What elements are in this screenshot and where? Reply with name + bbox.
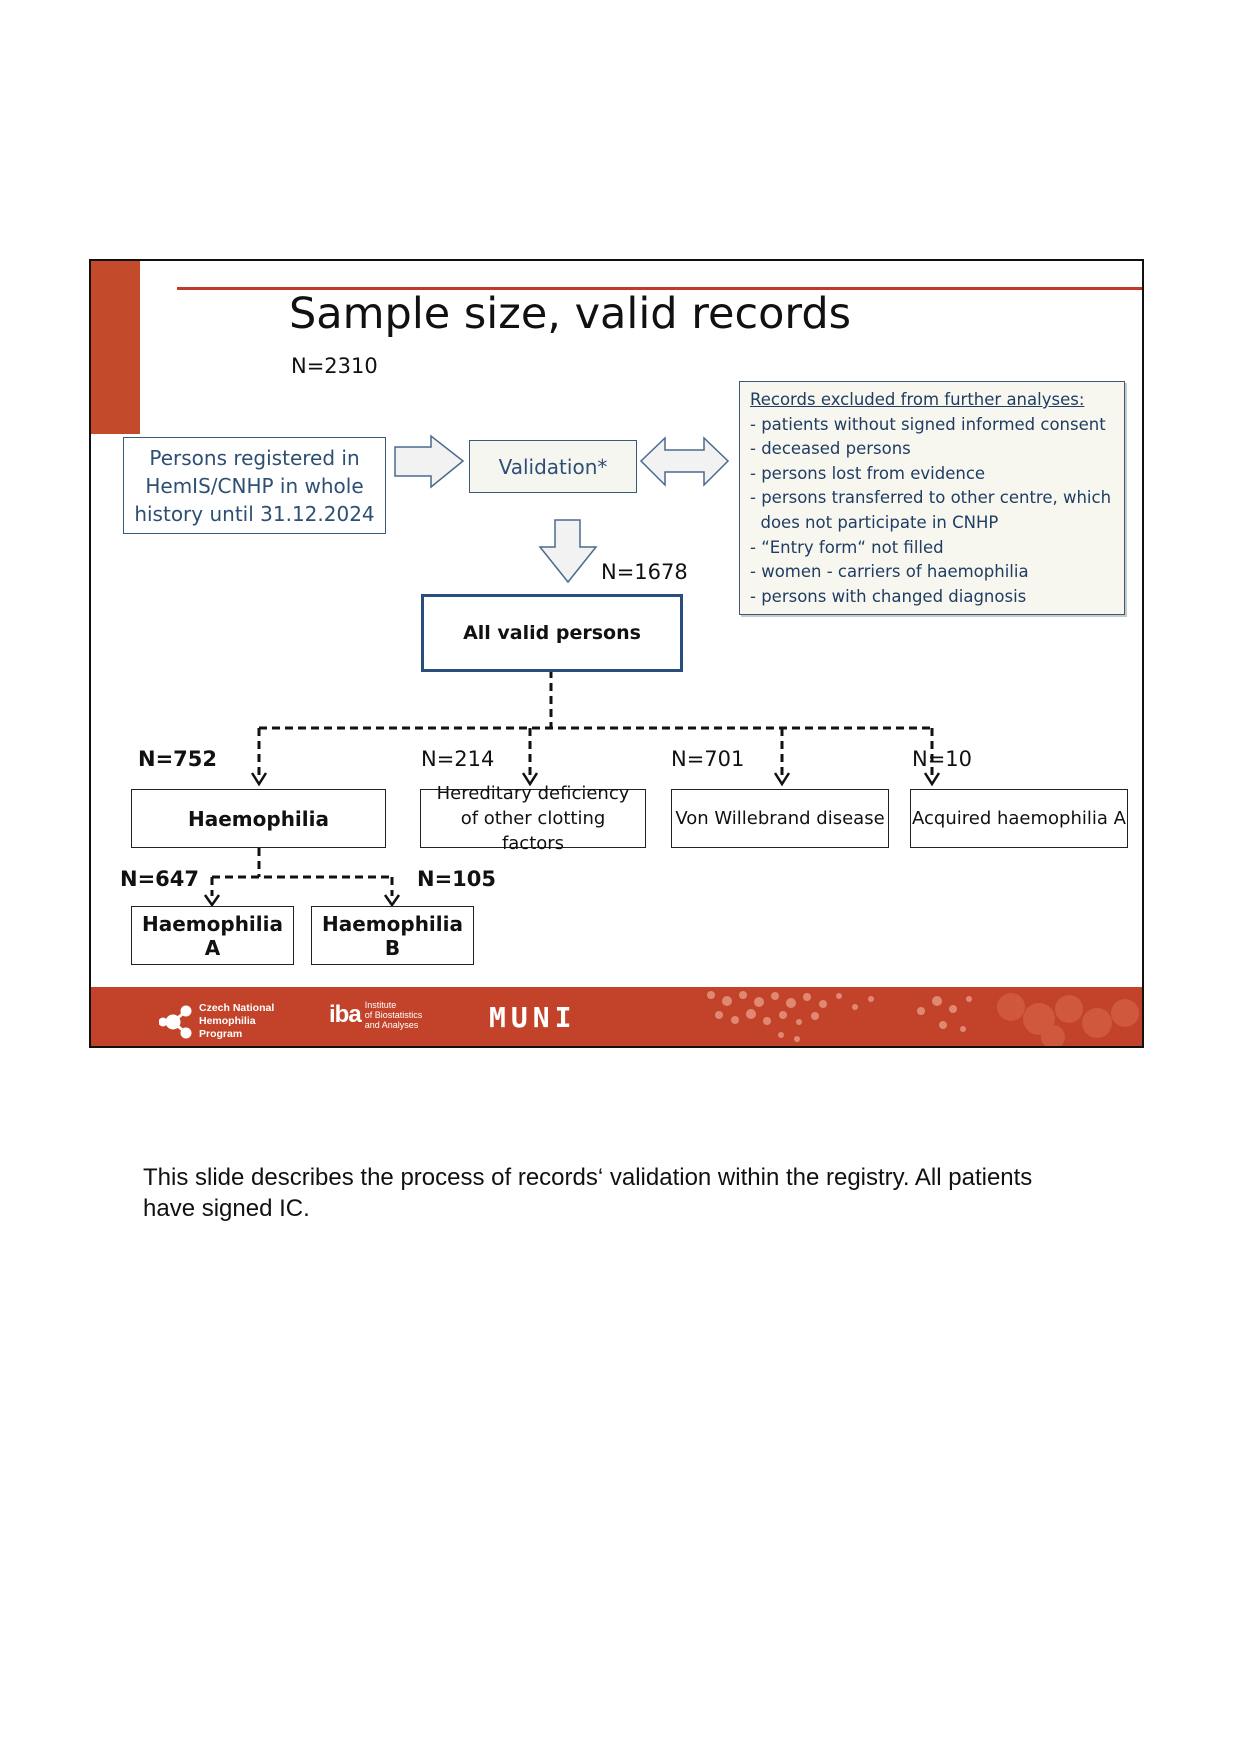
- haemophilia-b-box: Haemophilia B: [311, 906, 474, 965]
- haemophilia-b-label: Haemophilia B: [322, 911, 463, 960]
- slide-footer: Czech National Hemophilia Program iba In…: [91, 987, 1142, 1046]
- cnhp-logo-line: Czech National: [199, 1002, 275, 1014]
- haemophilia-box: Haemophilia: [131, 789, 386, 848]
- registered-line-1: Persons registered in: [149, 445, 360, 470]
- slide-title: Sample size, valid records: [289, 289, 852, 339]
- down-block-arrow: [538, 519, 598, 584]
- all-valid-persons-box: All valid persons: [421, 594, 683, 672]
- haemophilia-a-label: Haemophilia A: [142, 911, 283, 960]
- iba-logo: iba Institute of Biostatistics and Analy…: [329, 1000, 422, 1030]
- muni-logo: MUNI: [489, 1001, 577, 1034]
- all-valid-label: All valid persons: [463, 622, 641, 644]
- hereditary-deficiency-label: Hereditary deficiency of other clotting …: [436, 783, 630, 854]
- double-block-arrow: [639, 436, 730, 487]
- excluded-title: Records excluded from further analyses:: [750, 390, 1085, 409]
- cnhp-logo-line: Program: [199, 1028, 243, 1040]
- excluded-item: does not participate in CNHP: [750, 512, 999, 532]
- excluded-item: - “Entry form“ not filled: [750, 537, 944, 557]
- acquired-haemophilia-box: Acquired haemophilia A: [910, 789, 1128, 848]
- n-haemophilia-b-label: N=105: [417, 867, 497, 891]
- excluded-item: - persons transferred to other centre, w…: [750, 488, 1112, 508]
- validation-box: Validation*: [469, 440, 637, 493]
- n-haemophilia-label: N=752: [138, 747, 218, 771]
- excluded-item: - deceased persons: [750, 439, 911, 459]
- arrow-heads: [203, 772, 941, 908]
- slide: Sample size, valid records: [89, 259, 1144, 1048]
- right-block-arrow: [394, 434, 465, 489]
- title-rule: [177, 287, 1142, 290]
- iba-logo-mark: iba: [329, 1001, 362, 1028]
- iba-logo-line: Institute: [364, 1000, 397, 1010]
- dot-pattern-decoration: [707, 991, 1139, 1046]
- hereditary-deficiency-box: Hereditary deficiency of other clotting …: [420, 783, 646, 854]
- validation-label: Validation*: [498, 454, 608, 479]
- n-total-label: N=2310: [291, 354, 378, 378]
- n-valid-label: N=1678: [601, 560, 688, 584]
- molecule-icon: [159, 1005, 192, 1038]
- registered-persons-box: Persons registered in HemIS/CNHP in whol…: [123, 437, 386, 534]
- acquired-haemophilia-label: Acquired haemophilia A: [912, 808, 1126, 829]
- excluded-item: - patients without signed informed conse…: [750, 414, 1106, 434]
- flow-connectors: [203, 434, 941, 908]
- von-willebrand-box: Von Willebrand disease: [671, 789, 889, 848]
- cnhp-logo-line: Hemophilia: [199, 1015, 256, 1027]
- slide-note: This slide describes the process of reco…: [143, 1164, 1033, 1222]
- n-acquired-label: N=10: [912, 747, 973, 771]
- haemophilia-label: Haemophilia: [188, 806, 329, 831]
- registered-line-3: history until 31.12.2024: [134, 501, 375, 526]
- n-hereditary-label: N=214: [421, 747, 495, 771]
- excluded-item: - persons with changed diagnosis: [750, 586, 1027, 606]
- n-haemophilia-a-label: N=647: [120, 867, 200, 891]
- registered-line-2: HemIS/CNHP in whole: [145, 473, 364, 498]
- iba-logo-line: of Biostatistics: [364, 1010, 423, 1020]
- n-vwd-label: N=701: [671, 747, 745, 771]
- excluded-records-box: Records excluded from further analyses: …: [739, 381, 1125, 615]
- side-accent-bar: [91, 261, 140, 434]
- excluded-item: - women - carriers of haemophilia: [750, 562, 1029, 582]
- haemophilia-a-box: Haemophilia A: [131, 906, 294, 965]
- dashed-tree: [210, 670, 934, 896]
- von-willebrand-label: Von Willebrand disease: [675, 808, 885, 829]
- excluded-item: - persons lost from evidence: [750, 463, 986, 483]
- iba-logo-line: and Analyses: [364, 1020, 419, 1030]
- cnhp-logo: Czech National Hemophilia Program: [159, 1002, 274, 1041]
